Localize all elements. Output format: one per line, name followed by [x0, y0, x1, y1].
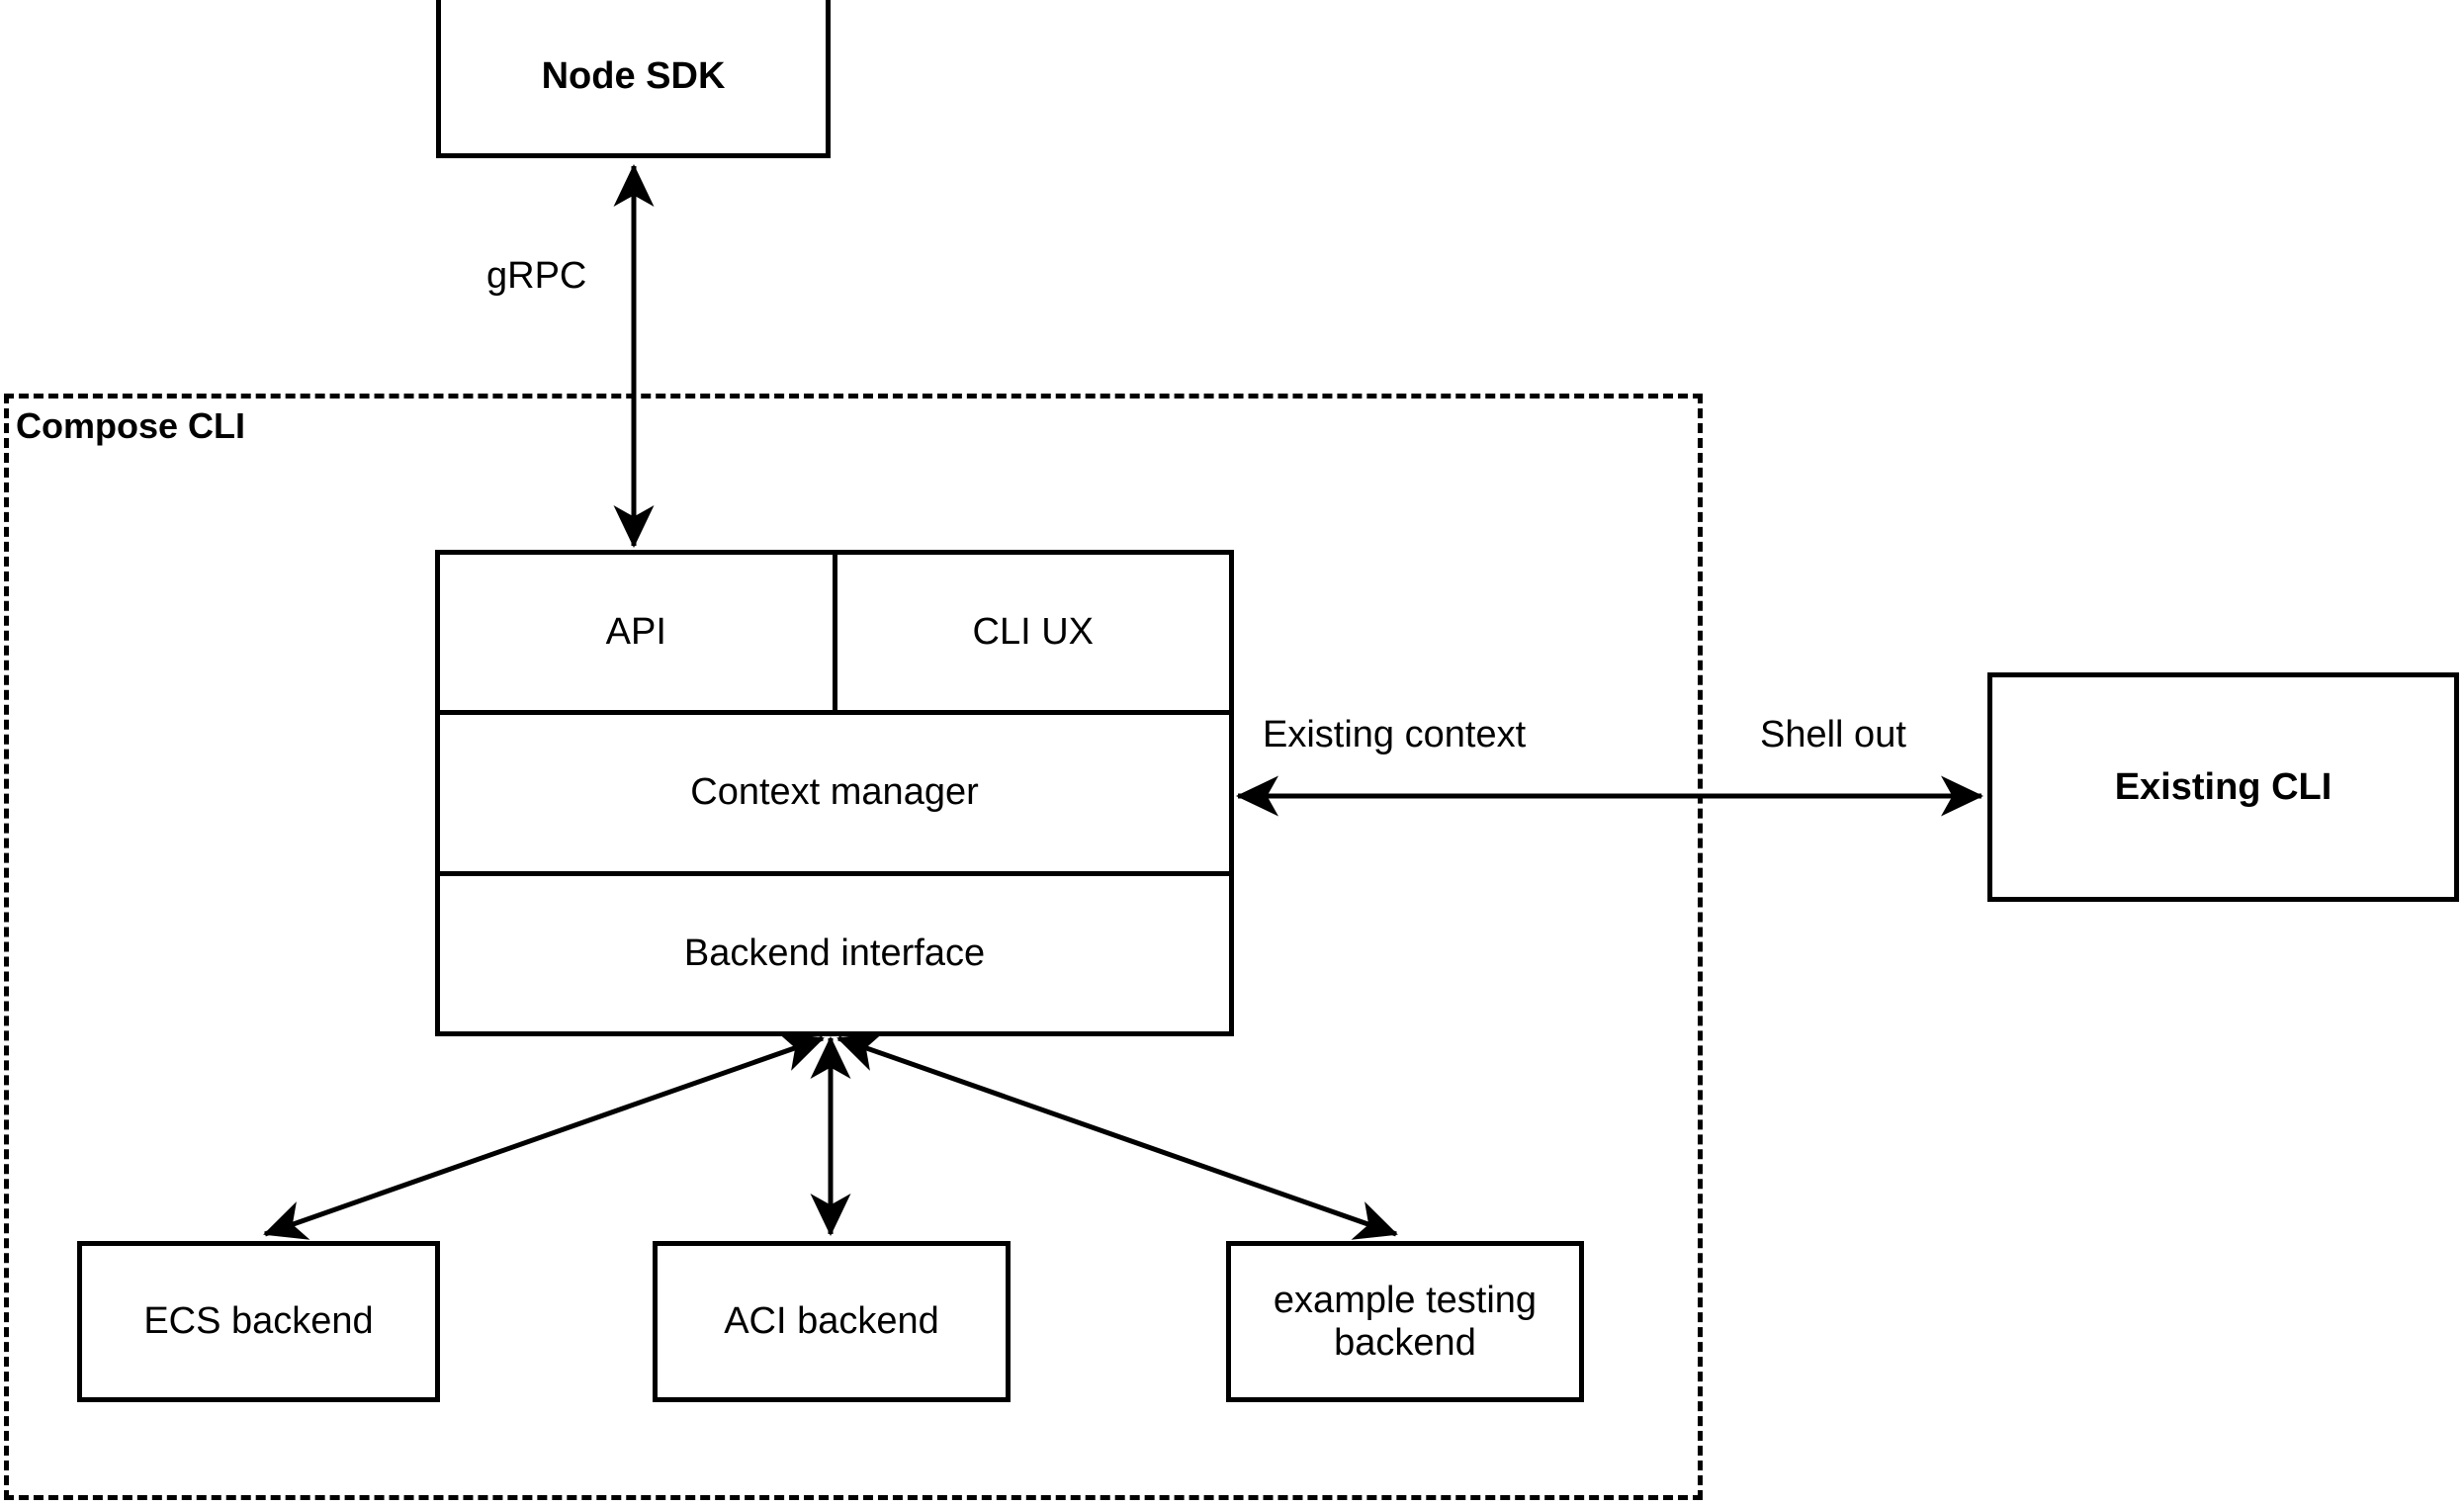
- context-manager-label: Context manager: [690, 771, 979, 814]
- stack-cell-api[interactable]: API: [440, 555, 837, 711]
- backend-interface-label: Backend interface: [683, 931, 986, 974]
- compose-cli-group: [4, 394, 1703, 1500]
- existing-cli-label: Existing CLI: [2114, 765, 2332, 808]
- stack-row-context-manager: Context manager: [440, 715, 1229, 876]
- aci-backend-label: ACI backend: [724, 1300, 939, 1343]
- edge-label-grpc: gRPC: [486, 255, 587, 297]
- cli-ux-label: CLI UX: [972, 611, 1094, 654]
- ecs-backend-box[interactable]: ECS backend: [77, 1241, 440, 1402]
- compose-cli-group-title: Compose CLI: [16, 405, 246, 446]
- edge-label-existing-context: Existing context: [1263, 714, 1527, 755]
- stack-cell-backend-interface[interactable]: Backend interface: [440, 876, 1229, 1031]
- aci-backend-box[interactable]: ACI backend: [653, 1241, 1011, 1402]
- stack-row-api-cliux: API CLI UX: [440, 555, 1230, 716]
- example-testing-backend-box[interactable]: example testing backend: [1226, 1241, 1584, 1402]
- node-sdk-box[interactable]: Node SDK: [436, 0, 831, 158]
- node-sdk-label: Node SDK: [541, 55, 726, 98]
- ecs-backend-label: ECS backend: [143, 1300, 374, 1343]
- api-label: API: [605, 611, 666, 654]
- stack-row-backend-interface: Backend interface: [440, 876, 1229, 1031]
- edge-label-shell-out: Shell out: [1760, 714, 1906, 755]
- example-testing-backend-label: example testing backend: [1273, 1279, 1538, 1364]
- existing-cli-box[interactable]: Existing CLI: [1987, 672, 2459, 902]
- stack-cell-context-manager[interactable]: Context manager: [440, 715, 1229, 870]
- stack-cell-cli-ux[interactable]: CLI UX: [837, 555, 1230, 710]
- compose-cli-stack: API CLI UX Context manager Backend inter…: [435, 550, 1234, 1036]
